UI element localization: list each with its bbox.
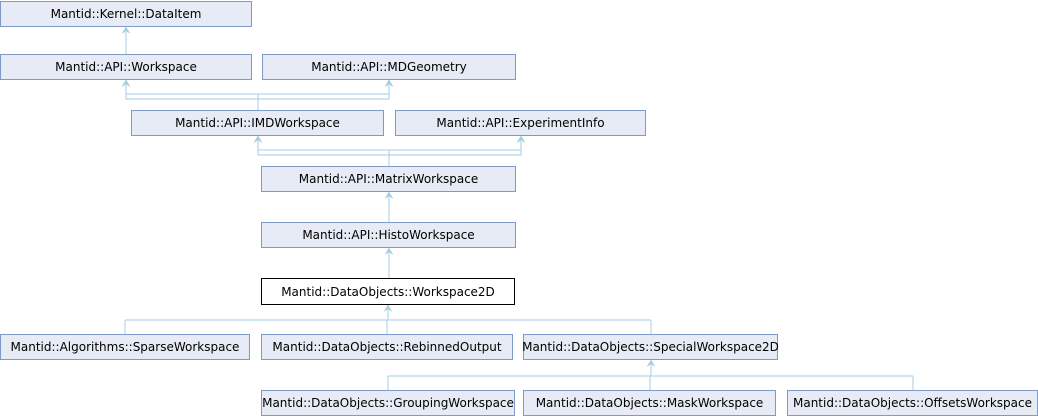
edge-imdworkspace-to-workspace <box>125 85 259 110</box>
class-node-label: Mantid::DataObjects::OffsetsWorkspace <box>792 396 1033 410</box>
class-node-label: Mantid::API::Workspace <box>55 60 197 74</box>
class-node-histoworkspace[interactable]: Mantid::API::HistoWorkspace <box>261 222 516 248</box>
arrowhead-histoworkspace-to-matrixworkspace <box>384 191 394 199</box>
class-node-label: Mantid::API::MDGeometry <box>311 60 467 74</box>
arrowhead-workspace-to-dataitem <box>121 26 131 34</box>
arrowhead-workspace2d-to-histoworkspace <box>384 247 394 255</box>
class-node-label: Mantid::API::ExperimentInfo <box>436 116 605 130</box>
class-node-workspace[interactable]: Mantid::API::Workspace <box>0 54 252 80</box>
arrowhead-stem-workspace2d <box>383 304 393 312</box>
arrowhead-imdworkspace-to-mdgeometry <box>384 79 394 87</box>
class-node-label: Mantid::DataObjects::SpecialWorkspace2D <box>522 340 779 354</box>
arrowhead-stem-specialworkspace2d <box>646 359 656 367</box>
class-node-experimentinfo[interactable]: Mantid::API::ExperimentInfo <box>395 110 646 136</box>
class-node-label: Mantid::DataObjects::MaskWorkspace <box>535 396 764 410</box>
class-node-label: Mantid::DataObjects::Workspace2D <box>281 284 495 299</box>
class-node-sparseworkspace[interactable]: Mantid::Algorithms::SparseWorkspace <box>0 334 250 360</box>
class-node-label: Mantid::DataObjects::RebinnedOutput <box>272 340 502 354</box>
class-node-dataitem[interactable]: Mantid::Kernel::DataItem <box>0 1 252 27</box>
arrowhead-matrixworkspace-to-experimentinfo <box>516 135 526 143</box>
edge-matrixworkspace-to-experimentinfo <box>388 141 522 166</box>
arrowhead-imdworkspace-to-workspace <box>121 79 131 87</box>
class-node-matrixworkspace[interactable]: Mantid::API::MatrixWorkspace <box>261 166 516 192</box>
class-node-specialworkspace2d[interactable]: Mantid::DataObjects::SpecialWorkspace2D <box>522 334 779 360</box>
class-node-label: Mantid::API::MatrixWorkspace <box>298 172 479 186</box>
class-node-label: Mantid::API::HistoWorkspace <box>302 228 475 242</box>
arrowhead-matrixworkspace-to-imdworkspace <box>253 135 263 143</box>
class-node-label: Mantid::Algorithms::SparseWorkspace <box>10 340 240 354</box>
class-node-groupingworkspace[interactable]: Mantid::DataObjects::GroupingWorkspace <box>261 390 515 416</box>
class-node-maskworkspace[interactable]: Mantid::DataObjects::MaskWorkspace <box>523 390 776 416</box>
edge-matrixworkspace-to-imdworkspace <box>257 141 390 166</box>
class-node-mdgeometry[interactable]: Mantid::API::MDGeometry <box>262 54 516 80</box>
class-node-imdworkspace[interactable]: Mantid::API::IMDWorkspace <box>131 110 384 136</box>
class-node-rebinnedoutput[interactable]: Mantid::DataObjects::RebinnedOutput <box>261 334 513 360</box>
class-node-label: Mantid::Kernel::DataItem <box>50 7 202 21</box>
class-node-workspace2d[interactable]: Mantid::DataObjects::Workspace2D <box>261 278 515 305</box>
class-node-label: Mantid::API::IMDWorkspace <box>175 116 340 130</box>
class-node-label: Mantid::DataObjects::GroupingWorkspace <box>262 396 514 410</box>
edge-imdworkspace-to-mdgeometry <box>257 85 390 110</box>
class-node-offsetsworkspace[interactable]: Mantid::DataObjects::OffsetsWorkspace <box>787 390 1038 416</box>
